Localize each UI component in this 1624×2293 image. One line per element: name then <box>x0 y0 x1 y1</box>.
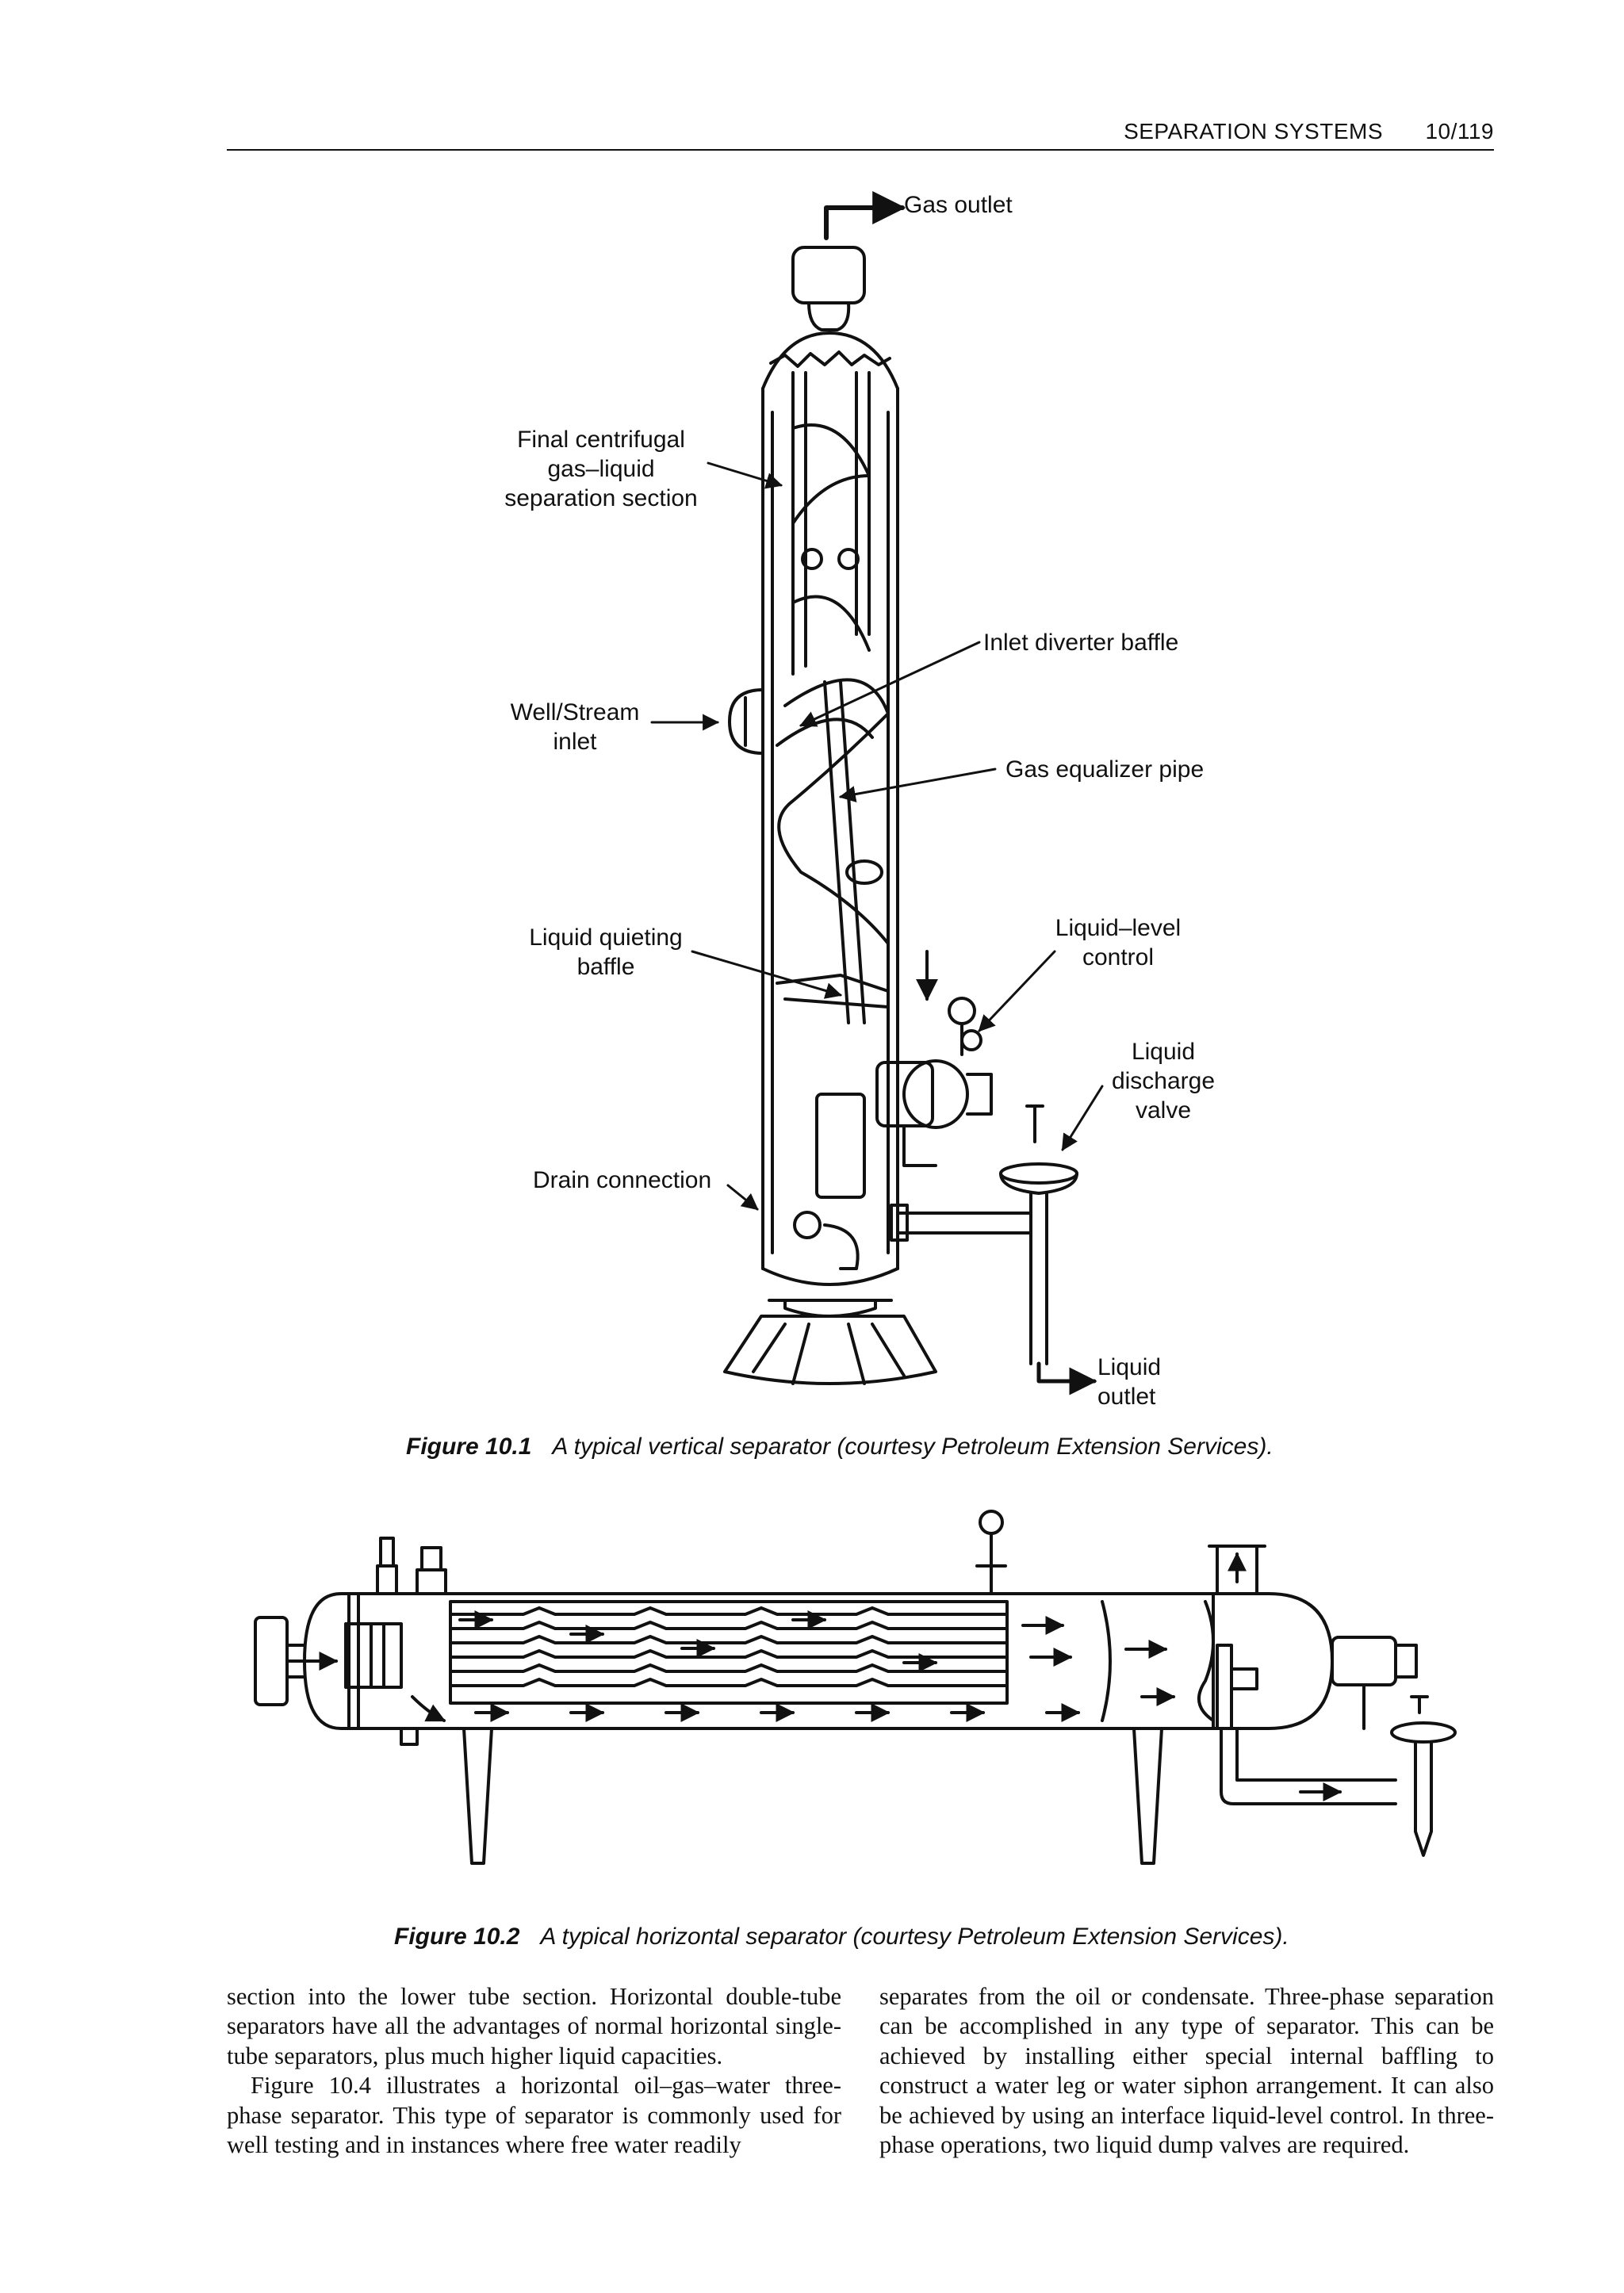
body-text: section into the lower tube section. Hor… <box>227 1982 1494 2220</box>
label-line: valve <box>1135 1097 1192 1124</box>
figure-number: Figure 10.1 <box>406 1434 532 1460</box>
label-line: Liquid <box>1131 1039 1196 1065</box>
label-text: Gas equalizer pipe <box>1005 756 1205 783</box>
label-line: inlet <box>553 729 597 755</box>
label-line: control <box>1082 944 1155 970</box>
figure-10-2-caption: Figure 10.2 A typical horizontal separato… <box>394 1924 1289 1950</box>
paragraph: section into the lower tube section. Hor… <box>227 1983 841 2069</box>
label-line: Liquid <box>1097 1354 1162 1380</box>
label-gas-equalizer-pipe: Gas equalizer pipe <box>1005 755 1204 784</box>
label-liquid-discharge-valve: Liquid discharge valve <box>1104 1037 1223 1125</box>
caption-text: A typical horizontal separator (courtesy… <box>540 1924 1289 1950</box>
label-line: gas–liquid <box>547 456 655 482</box>
figure-10-1-caption: Figure 10.1 A typical vertical separator … <box>406 1434 1274 1460</box>
section-title: SEPARATION SYSTEMS <box>1124 119 1383 144</box>
label-line: Well/Stream <box>510 699 640 725</box>
figure-horizontal-separator <box>0 1491 1624 1919</box>
label-inlet-diverter-baffle: Inlet diverter baffle <box>983 628 1178 657</box>
label-gas-outlet: Gas outlet <box>904 190 1013 220</box>
page-number: 10/119 <box>1425 119 1494 144</box>
label-text: Inlet diverter baffle <box>983 630 1179 656</box>
text-column-left: section into the lower tube section. Hor… <box>227 1982 841 2160</box>
header-rule <box>227 149 1494 151</box>
label-text: Gas outlet <box>904 192 1013 218</box>
running-head: SEPARATION SYSTEMS 10/119 <box>227 119 1494 151</box>
label-well-stream-inlet: Well/Stream inlet <box>500 698 650 756</box>
label-line: baffle <box>576 954 635 980</box>
horizontal-separator-drawing <box>254 1510 1457 1865</box>
label-line: outlet <box>1097 1384 1156 1410</box>
paragraph: Figure 10.4 illustrates a horizontal oil… <box>227 2072 841 2159</box>
label-liquid-quieting-baffle: Liquid quieting baffle <box>522 923 690 982</box>
label-line: separation section <box>504 485 698 511</box>
figure-number: Figure 10.2 <box>394 1924 520 1950</box>
label-line: Final centrifugal <box>517 427 685 453</box>
label-line: Liquid–level <box>1055 915 1182 941</box>
paragraph: separates from the oil or condensate. Th… <box>879 1983 1494 2159</box>
figure-vertical-separator: Gas outlet Final centrifugal gas–liquid … <box>498 190 1223 1411</box>
label-line: discharge <box>1111 1068 1216 1094</box>
label-liquid-level-control: Liquid–level control <box>1047 913 1189 972</box>
caption-text: A typical vertical separator (courtesy P… <box>552 1434 1274 1460</box>
vertical-separator-drawing <box>650 191 1104 1395</box>
label-line: Liquid quieting <box>529 924 683 951</box>
label-final-centrifugal-section: Final centrifugal gas–liquid separation … <box>498 425 704 513</box>
label-drain-connection: Drain connection <box>533 1166 711 1195</box>
text-column-right: separates from the oil or condensate. Th… <box>879 1982 1494 2160</box>
label-text: Drain connection <box>533 1167 712 1193</box>
label-liquid-outlet: Liquid outlet <box>1097 1353 1161 1411</box>
